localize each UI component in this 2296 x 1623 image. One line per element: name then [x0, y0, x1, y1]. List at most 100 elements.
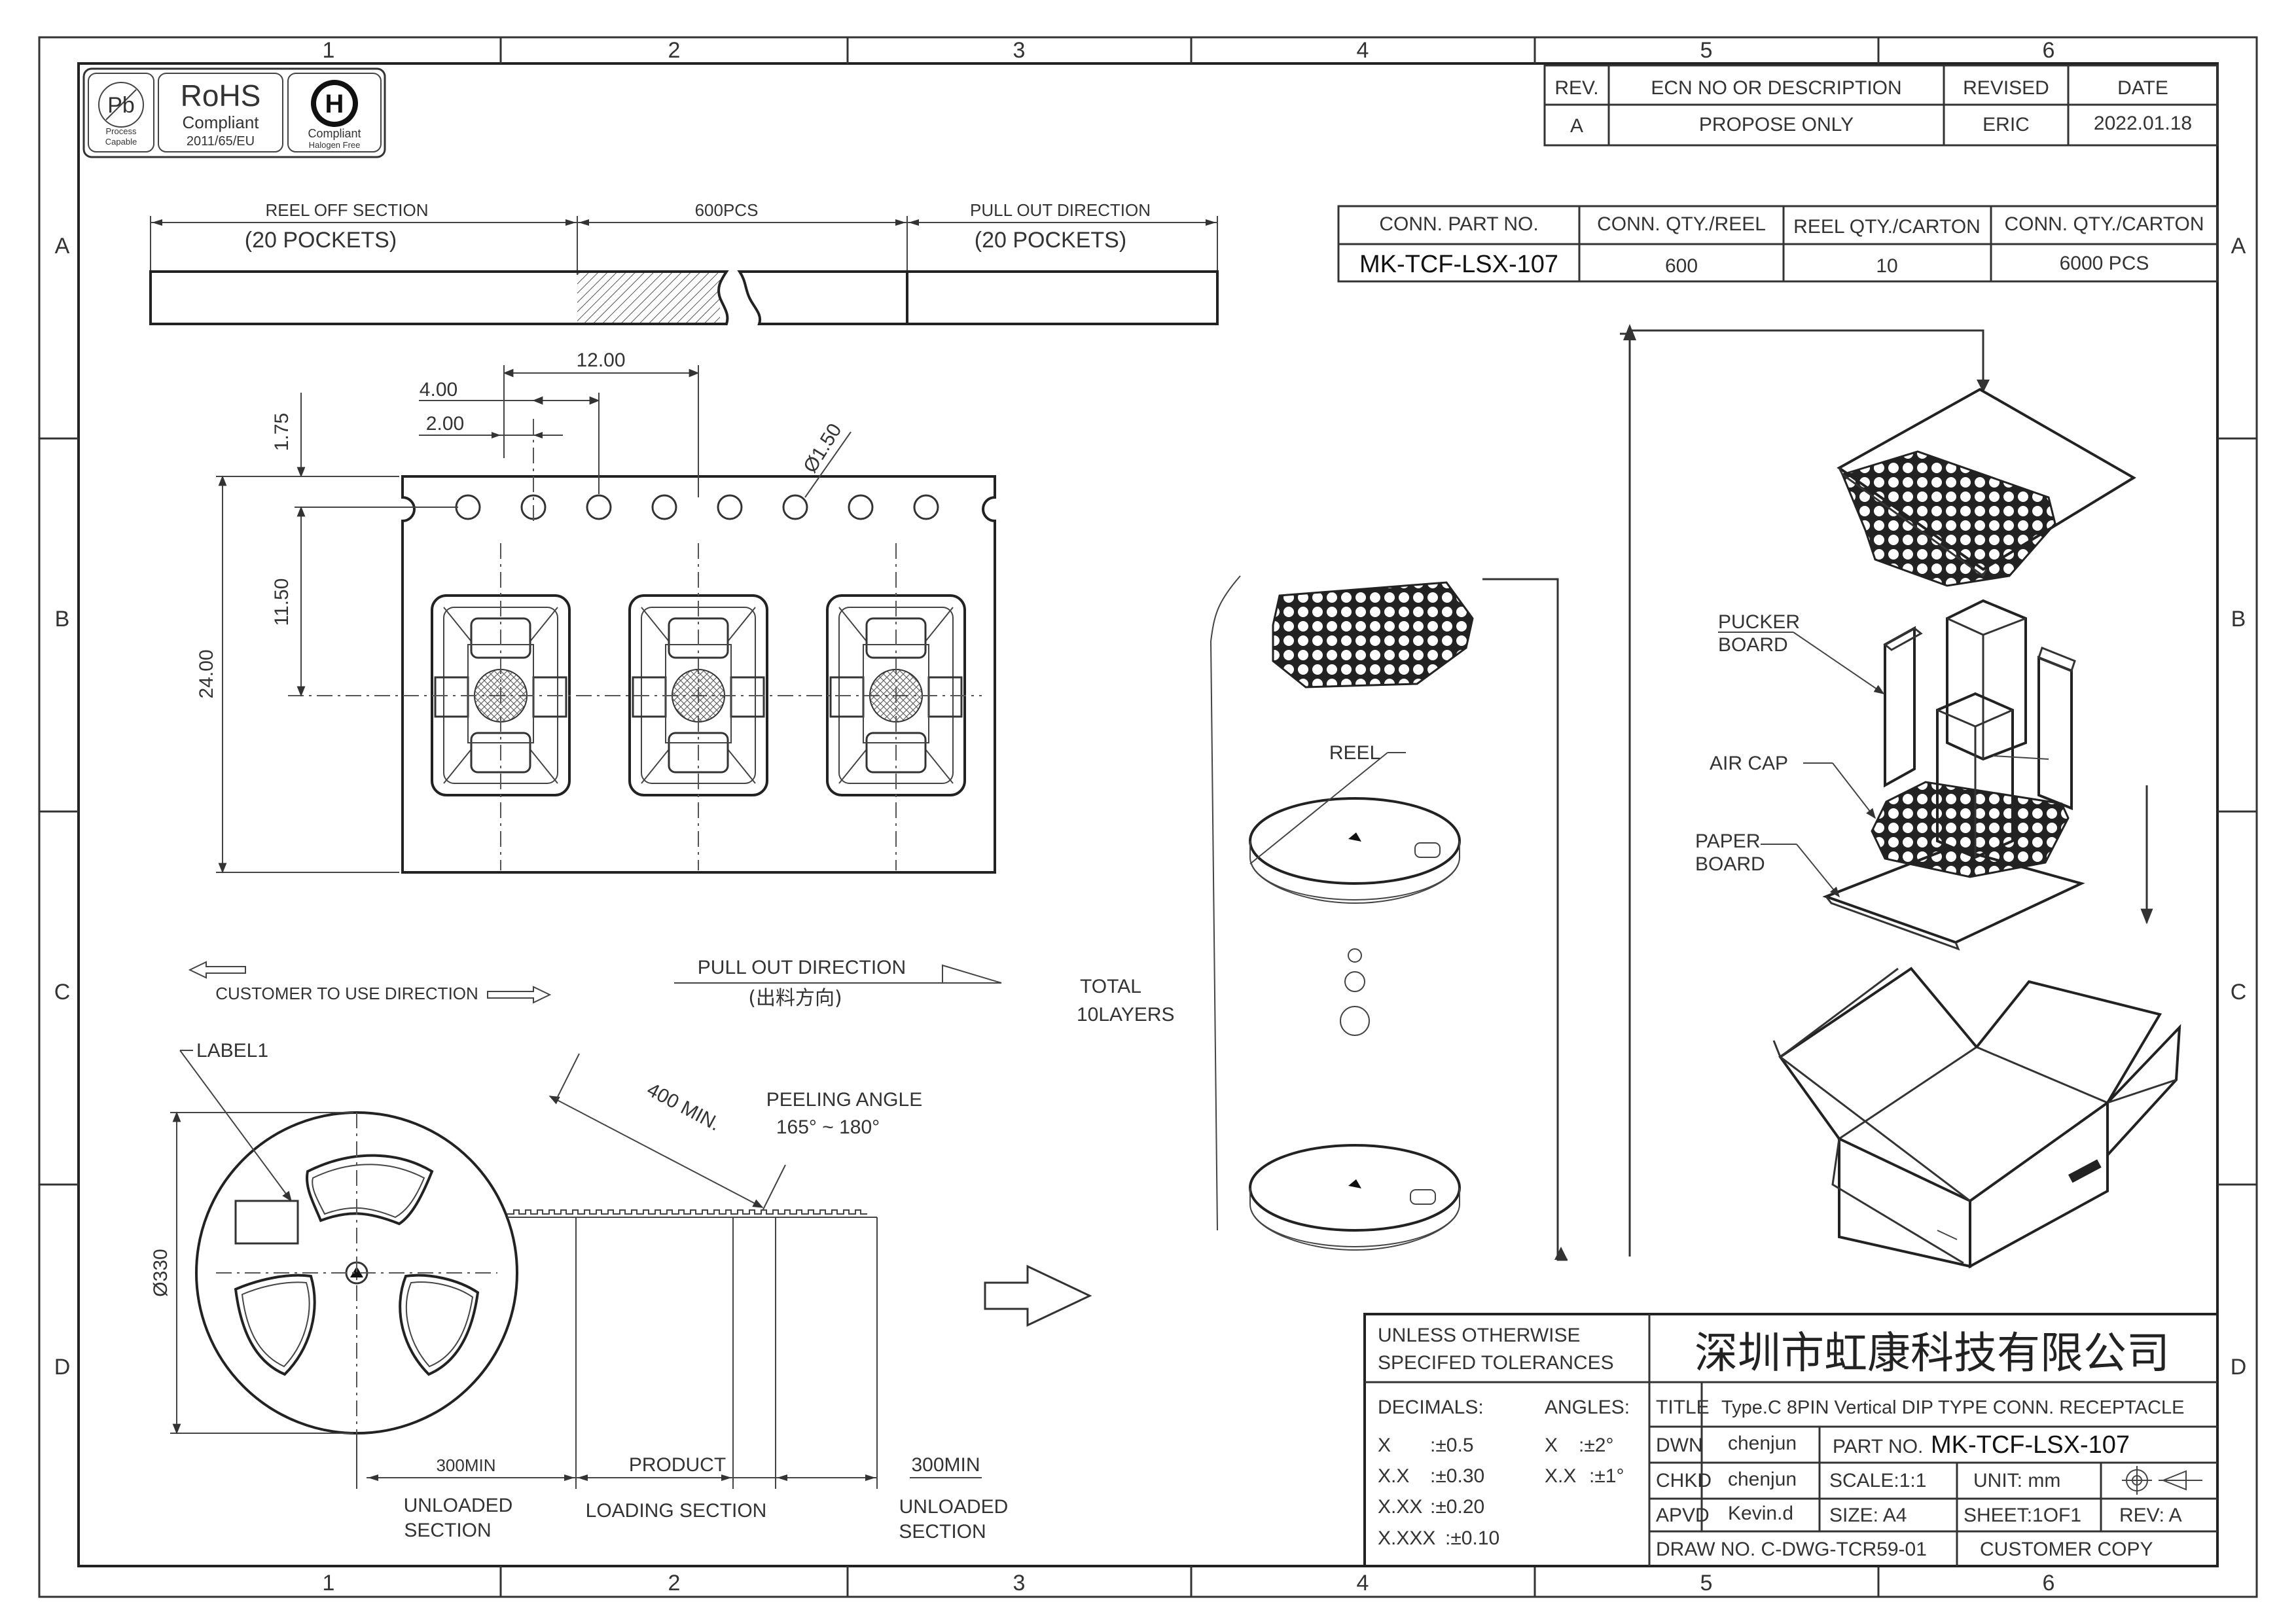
part-no-value: MK-TCF-LSX-107	[1931, 1431, 2130, 1459]
customer-direction-label: CUSTOMER TO USE DIRECTION	[215, 984, 478, 1003]
air-cap-callout: AIR CAP	[1710, 753, 1788, 774]
halogen-line2: Halogen Free	[309, 140, 361, 150]
rev-cell-description: PROPOSE ONLY	[1699, 114, 1854, 135]
pull-out-direction-cn: (出料方向)	[748, 987, 842, 1010]
chkd-value: chenjun	[1728, 1469, 1797, 1490]
chkd-label: CHKD	[1656, 1470, 1712, 1491]
paper-callout-1: PAPER	[1695, 830, 1760, 852]
peeling-angle-label: PEELING ANGLE	[766, 1089, 922, 1111]
row-label-right-a: A	[2231, 234, 2246, 259]
tape-sections: 300MIN PRODUCT 300MIN UNLOADED SECTION L…	[356, 1053, 1092, 1543]
pb-free-logo: Pb Process Capable	[88, 73, 154, 152]
col-label-top-3: 3	[1013, 38, 1026, 63]
dim-hole-to-center: 11.50	[271, 579, 293, 626]
pack-header-reel-carton: REEL QTY./CARTON	[1793, 216, 1981, 238]
title-block: UNLESS OTHERWISE SPECIFED TOLERANCES 深圳市…	[1363, 1313, 2219, 1567]
rohs-line1: Compliant	[182, 113, 259, 132]
tol-xx-value: :±0.30	[1430, 1465, 1484, 1487]
apvd-value: Kevin.d	[1728, 1503, 1793, 1524]
reel-side-view: LABEL1 Ø330	[150, 1040, 518, 1435]
pucker-callout-1: PUCKER	[1718, 611, 1800, 633]
tape-strip: REEL OFF SECTION (20 POCKETS) 600PCS PUL…	[149, 200, 1219, 325]
label1-callout: LABEL1	[196, 1040, 268, 1061]
dwn-value: chenjun	[1728, 1433, 1797, 1454]
dim-tape-width: 24.00	[196, 649, 217, 698]
col-label-top-4: 4	[1357, 38, 1369, 63]
paper-callout-2: BOARD	[1695, 853, 1765, 875]
tol-angle-x-value: :±2°	[1579, 1435, 1613, 1456]
carrier-tape-detail: 12.00 4.00 2.00 1.75 11.50 24.00 Ø1.50	[196, 349, 996, 874]
row-label-left-b: B	[55, 607, 70, 632]
row-label-left-a: A	[55, 234, 70, 259]
pack-cell-qty-reel: 600	[1665, 255, 1698, 277]
projection-symbol-icon	[2122, 1466, 2202, 1495]
tol-xxxx: X.XXX	[1378, 1527, 1435, 1549]
tol-x: X	[1378, 1435, 1391, 1456]
tol-xxx-value: :±0.20	[1430, 1496, 1484, 1518]
reel-diameter: Ø330	[150, 1249, 171, 1296]
title-label: TITLE	[1656, 1397, 1710, 1418]
rev-value: REV: A	[2119, 1505, 2182, 1526]
decimals-label: DECIMALS:	[1378, 1397, 1484, 1418]
rev-header-revised: REVISED	[1963, 77, 2049, 99]
apvd-label: APVD	[1656, 1505, 1710, 1526]
rev-cell-date: 2022.01.18	[2094, 113, 2192, 134]
pucker-callout-2: BOARD	[1718, 634, 1788, 656]
sprocket-holes	[455, 494, 939, 520]
product-label: PRODUCT	[629, 1454, 726, 1476]
col-label-top-5: 5	[1700, 38, 1713, 63]
revision-table: REV. ECN NO OR DESCRIPTION REVISED DATE …	[1543, 64, 2219, 147]
rev-cell-rev: A	[1570, 115, 1583, 137]
col-label-bottom-6: 6	[2043, 1571, 2055, 1596]
halogen-line1: Compliant	[308, 127, 361, 140]
compliance-logos: Pb Process Capable RoHS Compliant 2011/6…	[82, 67, 386, 158]
tol-line2: SPECIFED TOLERANCES	[1378, 1352, 1614, 1374]
pack-cell-qty-carton: 6000 PCS	[2060, 253, 2149, 274]
pull-out-pockets: (20 POCKETS)	[975, 228, 1126, 253]
dim-pocket-pitch: 12.00	[576, 349, 625, 371]
layers-label: 10LAYERS	[1077, 1004, 1175, 1026]
reel-off-label: REEL OFF SECTION	[266, 200, 429, 220]
tol-angle-x: X	[1545, 1435, 1558, 1456]
tol-x-value: :±0.5	[1430, 1435, 1474, 1456]
dim-hole-offset: 2.00	[426, 413, 464, 435]
unloaded-right-2: SECTION	[899, 1521, 986, 1543]
halogen-free-logo: H Compliant Halogen Free	[287, 73, 382, 152]
row-label-right-c: C	[2231, 980, 2247, 1005]
tol-xx: X.X	[1378, 1465, 1409, 1487]
pack-cell-reel-carton: 10	[1876, 255, 1897, 277]
pb-line2: Capable	[105, 137, 137, 147]
drawing-title: Type.C 8PIN Vertical DIP TYPE CONN. RECE…	[1721, 1397, 2185, 1418]
col-label-bottom-2: 2	[668, 1571, 681, 1596]
unloaded-left-2: SECTION	[404, 1520, 491, 1541]
carton-box	[1772, 967, 2181, 1269]
tol-xxxx-value: :±0.10	[1445, 1527, 1499, 1549]
unit-value: UNIT: mm	[1973, 1470, 2060, 1491]
halogen-symbol: H	[325, 90, 344, 118]
row-label-left-c: C	[54, 980, 71, 1005]
reel-off-pockets: (20 POCKETS)	[245, 228, 397, 253]
direction-labels: CUSTOMER TO USE DIRECTION PULL OUT DIREC…	[188, 957, 1002, 1010]
row-label-left-d: D	[54, 1355, 71, 1380]
company-name: 深圳市虹康科技有限公司	[1695, 1328, 2170, 1378]
pucker-boards	[1883, 599, 2076, 859]
angles-label: ANGLES:	[1545, 1397, 1630, 1418]
peeling-angle-range: 165° ~ 180°	[776, 1116, 880, 1138]
dwn-label: DWN	[1656, 1435, 1703, 1456]
pull-out-direction-label: PULL OUT DIRECTION	[698, 957, 906, 978]
dim-hole-pitch: 4.00	[420, 379, 457, 401]
total-label: TOTAL	[1080, 976, 1141, 997]
min400-label: 400 MIN.	[643, 1079, 724, 1135]
pack-header-qty-carton: CONN. QTY./CARTON	[2004, 213, 2204, 235]
dim-hole-edge: 1.75	[271, 413, 293, 451]
tol-angle-xx-value: :±1°	[1589, 1465, 1624, 1487]
pack-cell-part: MK-TCF-LSX-107	[1359, 251, 1558, 278]
rohs-logo: RoHS Compliant 2011/65/EU	[158, 73, 283, 152]
pack-header-qty-reel: CONN. QTY./REEL	[1597, 213, 1766, 235]
col-label-top-6: 6	[2043, 38, 2055, 63]
packing-table: CONN. PART NO. CONN. QTY./REEL REEL QTY.…	[1337, 205, 2219, 283]
col-label-bottom-4: 4	[1357, 1571, 1369, 1596]
tol-line1: UNLESS OTHERWISE	[1378, 1325, 1581, 1346]
reel-callout: REEL	[1329, 742, 1380, 764]
